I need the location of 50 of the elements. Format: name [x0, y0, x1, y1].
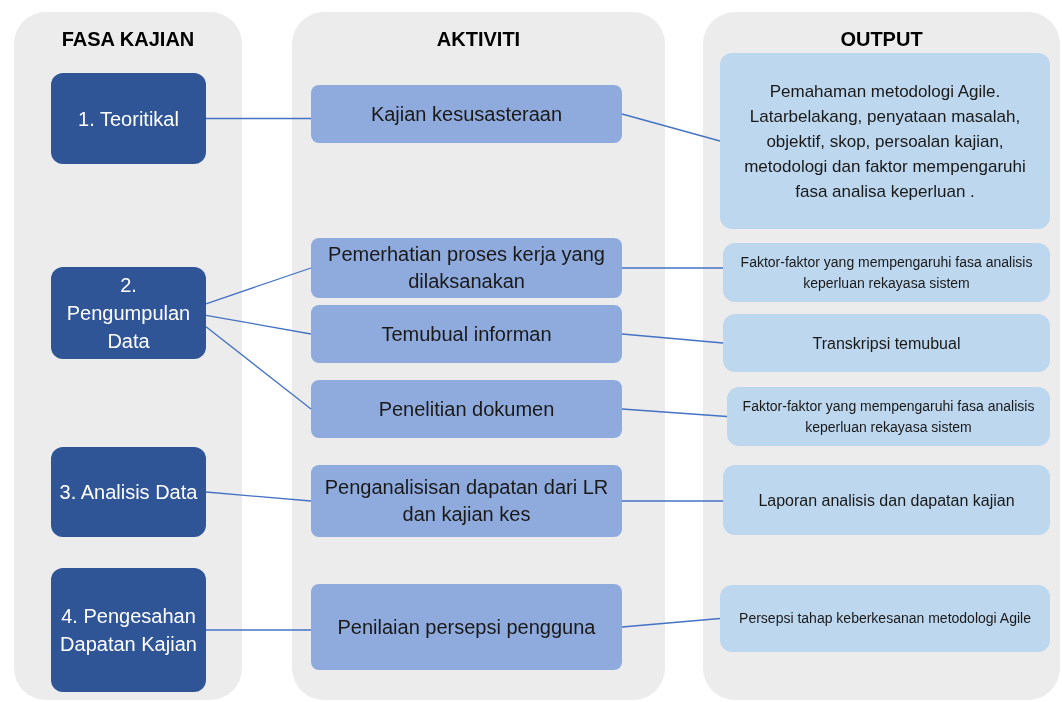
- node-text: Kajian kesusasteraan: [370, 101, 563, 127]
- node-text: Pemerhatian proses kerja yang dilaksanakan: [327, 242, 606, 294]
- node-text: Laporan analisis dan dapatan kajian: [758, 490, 1015, 511]
- column-heading: FASA KAJIAN: [60, 27, 196, 52]
- phase-box: [51, 73, 206, 164]
- phase-box: [51, 447, 206, 537]
- output-box: [720, 53, 1050, 229]
- connector-line: [621, 113, 721, 142]
- connector-line: [205, 491, 312, 502]
- connector-line: [621, 267, 724, 269]
- connector-line: [205, 267, 312, 305]
- output-box: [723, 465, 1050, 535]
- column-panel: [14, 12, 242, 700]
- node-text: Penganalisisan dapatan dari LR dan kajian kes: [323, 475, 610, 527]
- node-text: Temubual informan: [381, 321, 552, 347]
- node-text: 1. Teoritikal: [78, 106, 179, 132]
- column-panel: [703, 12, 1060, 700]
- connector-line: [621, 500, 724, 502]
- connector-line: [205, 314, 312, 335]
- node-text: Faktor-faktor yang mempengaruhi fasa analisis keperluan rekayasa sistem: [741, 396, 1036, 437]
- output-box: [720, 585, 1050, 652]
- connector-line: [621, 333, 724, 344]
- node-text: Penilaian persepsi pengguna: [337, 614, 596, 640]
- activity-box: [311, 465, 622, 537]
- node-text: Penelitian dokumen: [378, 396, 555, 422]
- activity-box: [311, 85, 622, 143]
- connector-line: [621, 617, 721, 628]
- activity-box: [311, 238, 622, 298]
- node-text: 3. Analisis Data: [59, 480, 198, 505]
- phase-box: [51, 568, 206, 692]
- output-box: [723, 314, 1050, 372]
- node-text: Faktor-faktor yang mempengaruhi fasa analisis keperluan rekayasa sistem: [739, 252, 1034, 293]
- node-text: 4. Pengesahan Dapatan Kajian: [59, 604, 198, 657]
- connector-line: [621, 408, 728, 418]
- connector-line: [205, 326, 312, 410]
- activity-box: [311, 380, 622, 438]
- connector-line: [205, 629, 312, 631]
- output-box: [723, 243, 1050, 302]
- node-text: Transkripsi temubual: [812, 333, 961, 354]
- node-text: 2. Pengumpulan Data: [65, 273, 192, 354]
- column-heading: OUTPUT: [839, 27, 924, 52]
- activity-box: [311, 584, 622, 670]
- column-heading: AKTIVITI: [435, 27, 522, 52]
- activity-box: [311, 305, 622, 363]
- phase-box: [51, 267, 206, 359]
- output-box: [727, 387, 1050, 446]
- connector-line: [205, 117, 312, 120]
- column-panel: [292, 12, 665, 700]
- node-text: Pemahaman metodologi Agile. Latarbelakang, penyataan masalah, objektif, skop, persoalan kajian, metodologi dan faktor mempengaruhi fasa analisa keperluan .: [743, 80, 1027, 203]
- node-text: Persepsi tahap keberkesanan metodologi Agile: [739, 609, 1031, 628]
